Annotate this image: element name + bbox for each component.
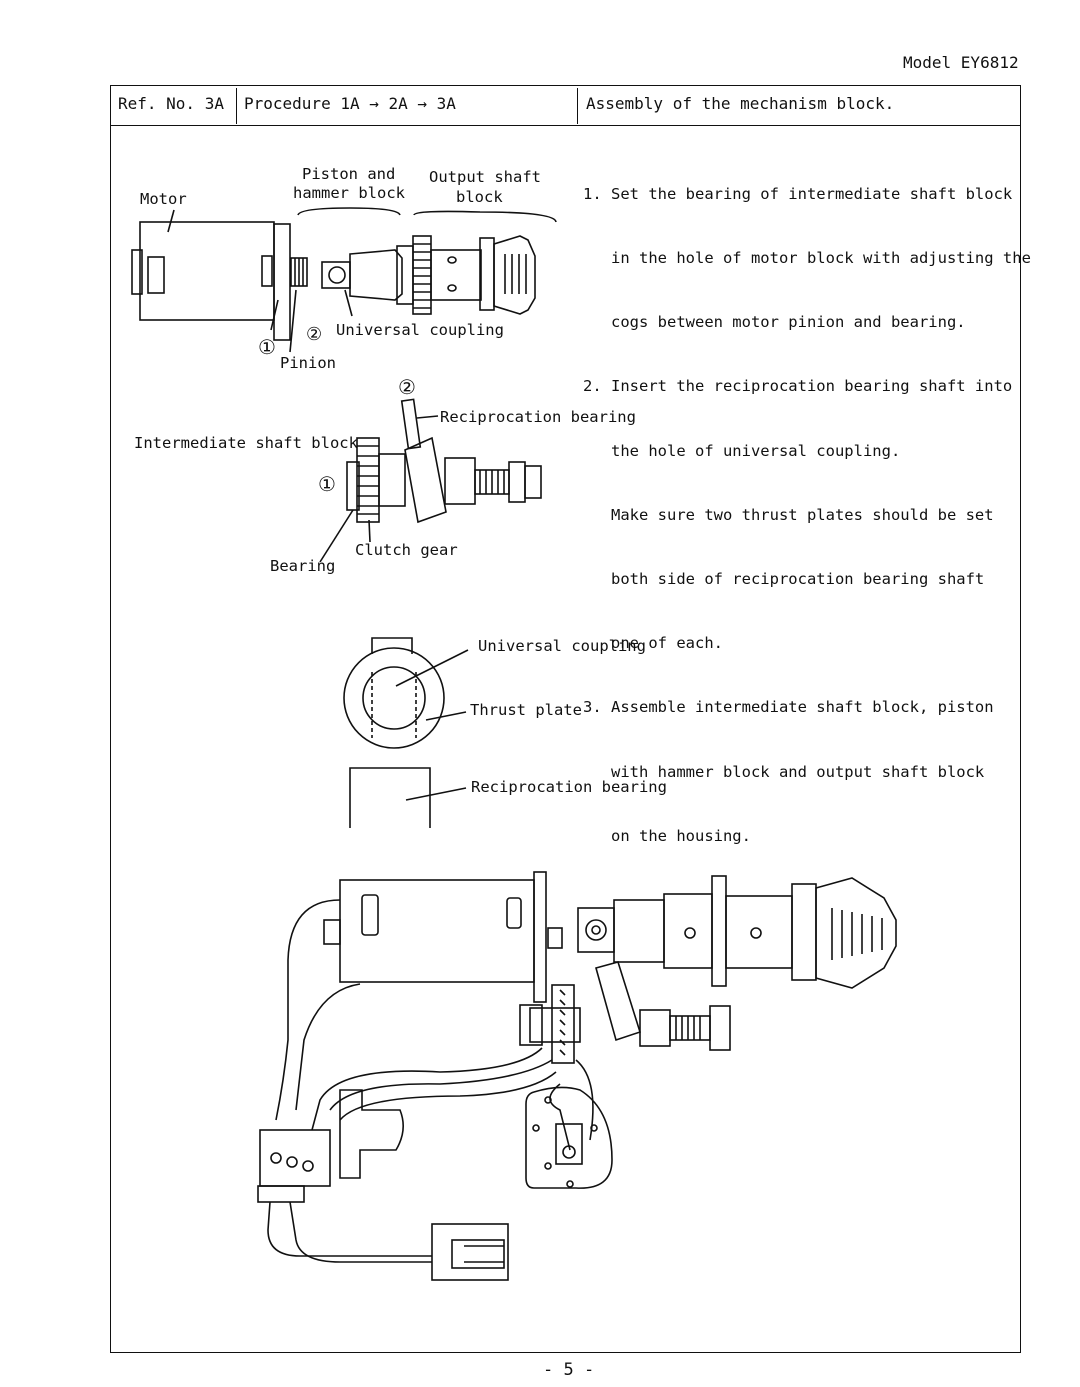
circled-number-1: ①: [318, 472, 336, 496]
procedure-sequence: Procedure 1A → 2A → 3A: [244, 94, 456, 113]
step-line: on the housing.: [583, 826, 751, 845]
label-piston-line1: Piston and: [302, 165, 396, 183]
step-line: cogs between motor pinion and bearing.: [583, 313, 966, 332]
page-frame: [110, 85, 1021, 1353]
header-divider-2: [577, 88, 578, 124]
label-output-line2: block: [456, 188, 503, 206]
figure2-intermediate-shaft-drawing: [319, 398, 542, 563]
step-line: 3. Assemble intermediate shaft block, pi…: [583, 698, 994, 717]
step-line: both side of reciprocation bearing shaft: [583, 570, 985, 589]
step-line: the hole of universal coupling.: [583, 441, 901, 460]
figure3-coupling-detail-drawing: [343, 637, 469, 828]
figure1-motor-drawing: [131, 209, 308, 353]
figure4-full-assembly-drawing: [257, 871, 897, 1281]
label-bearing: Bearing: [270, 557, 336, 575]
step-line: 2. Insert the reciprocation bearing shaf…: [583, 377, 1013, 396]
label-thrust-plate: Thrust plate: [470, 701, 582, 719]
step-line: with hammer block and output shaft block: [583, 762, 985, 781]
label-reciprocation-bearing-fig3: Reciprocation bearing: [471, 778, 667, 796]
section-title: Assembly of the mechanism block.: [586, 94, 895, 113]
instruction-steps: 1. Set the bearing of intermediate shaft…: [583, 141, 1031, 869]
label-reciprocation-bearing-fig2: Reciprocation bearing: [440, 408, 636, 426]
page-number: - 5 -: [543, 1360, 595, 1380]
circled-number-2: ②: [398, 375, 416, 399]
label-motor: Motor: [140, 190, 187, 208]
label-universal-coupling-fig1: Universal coupling: [336, 321, 504, 339]
label-pinion: Pinion: [280, 354, 336, 372]
header-divider: [110, 125, 1021, 126]
header-divider-1: [236, 88, 237, 124]
ref-number: Ref. No. 3A: [118, 94, 224, 113]
step-line: Make sure two thrust plates should be se…: [583, 505, 994, 524]
step-line: in the hole of motor block with adjustin…: [583, 249, 1031, 268]
label-clutch-gear: Clutch gear: [355, 541, 458, 559]
label-piston-line2: hammer block: [293, 184, 405, 202]
label-output-line1: Output shaft: [429, 168, 541, 186]
label-intermediate-shaft-block: Intermediate shaft block: [134, 434, 358, 452]
circled-number-2: ②: [306, 324, 323, 345]
step-line: one of each.: [583, 634, 723, 653]
label-universal-coupling-fig3: Universal coupling: [478, 637, 646, 655]
figure1-output-shaft-drawing: [297, 207, 557, 317]
circled-number-1: ①: [258, 335, 276, 359]
model-label: Model EY6812: [903, 53, 1019, 72]
step-line: 1. Set the bearing of intermediate shaft…: [583, 184, 1013, 203]
